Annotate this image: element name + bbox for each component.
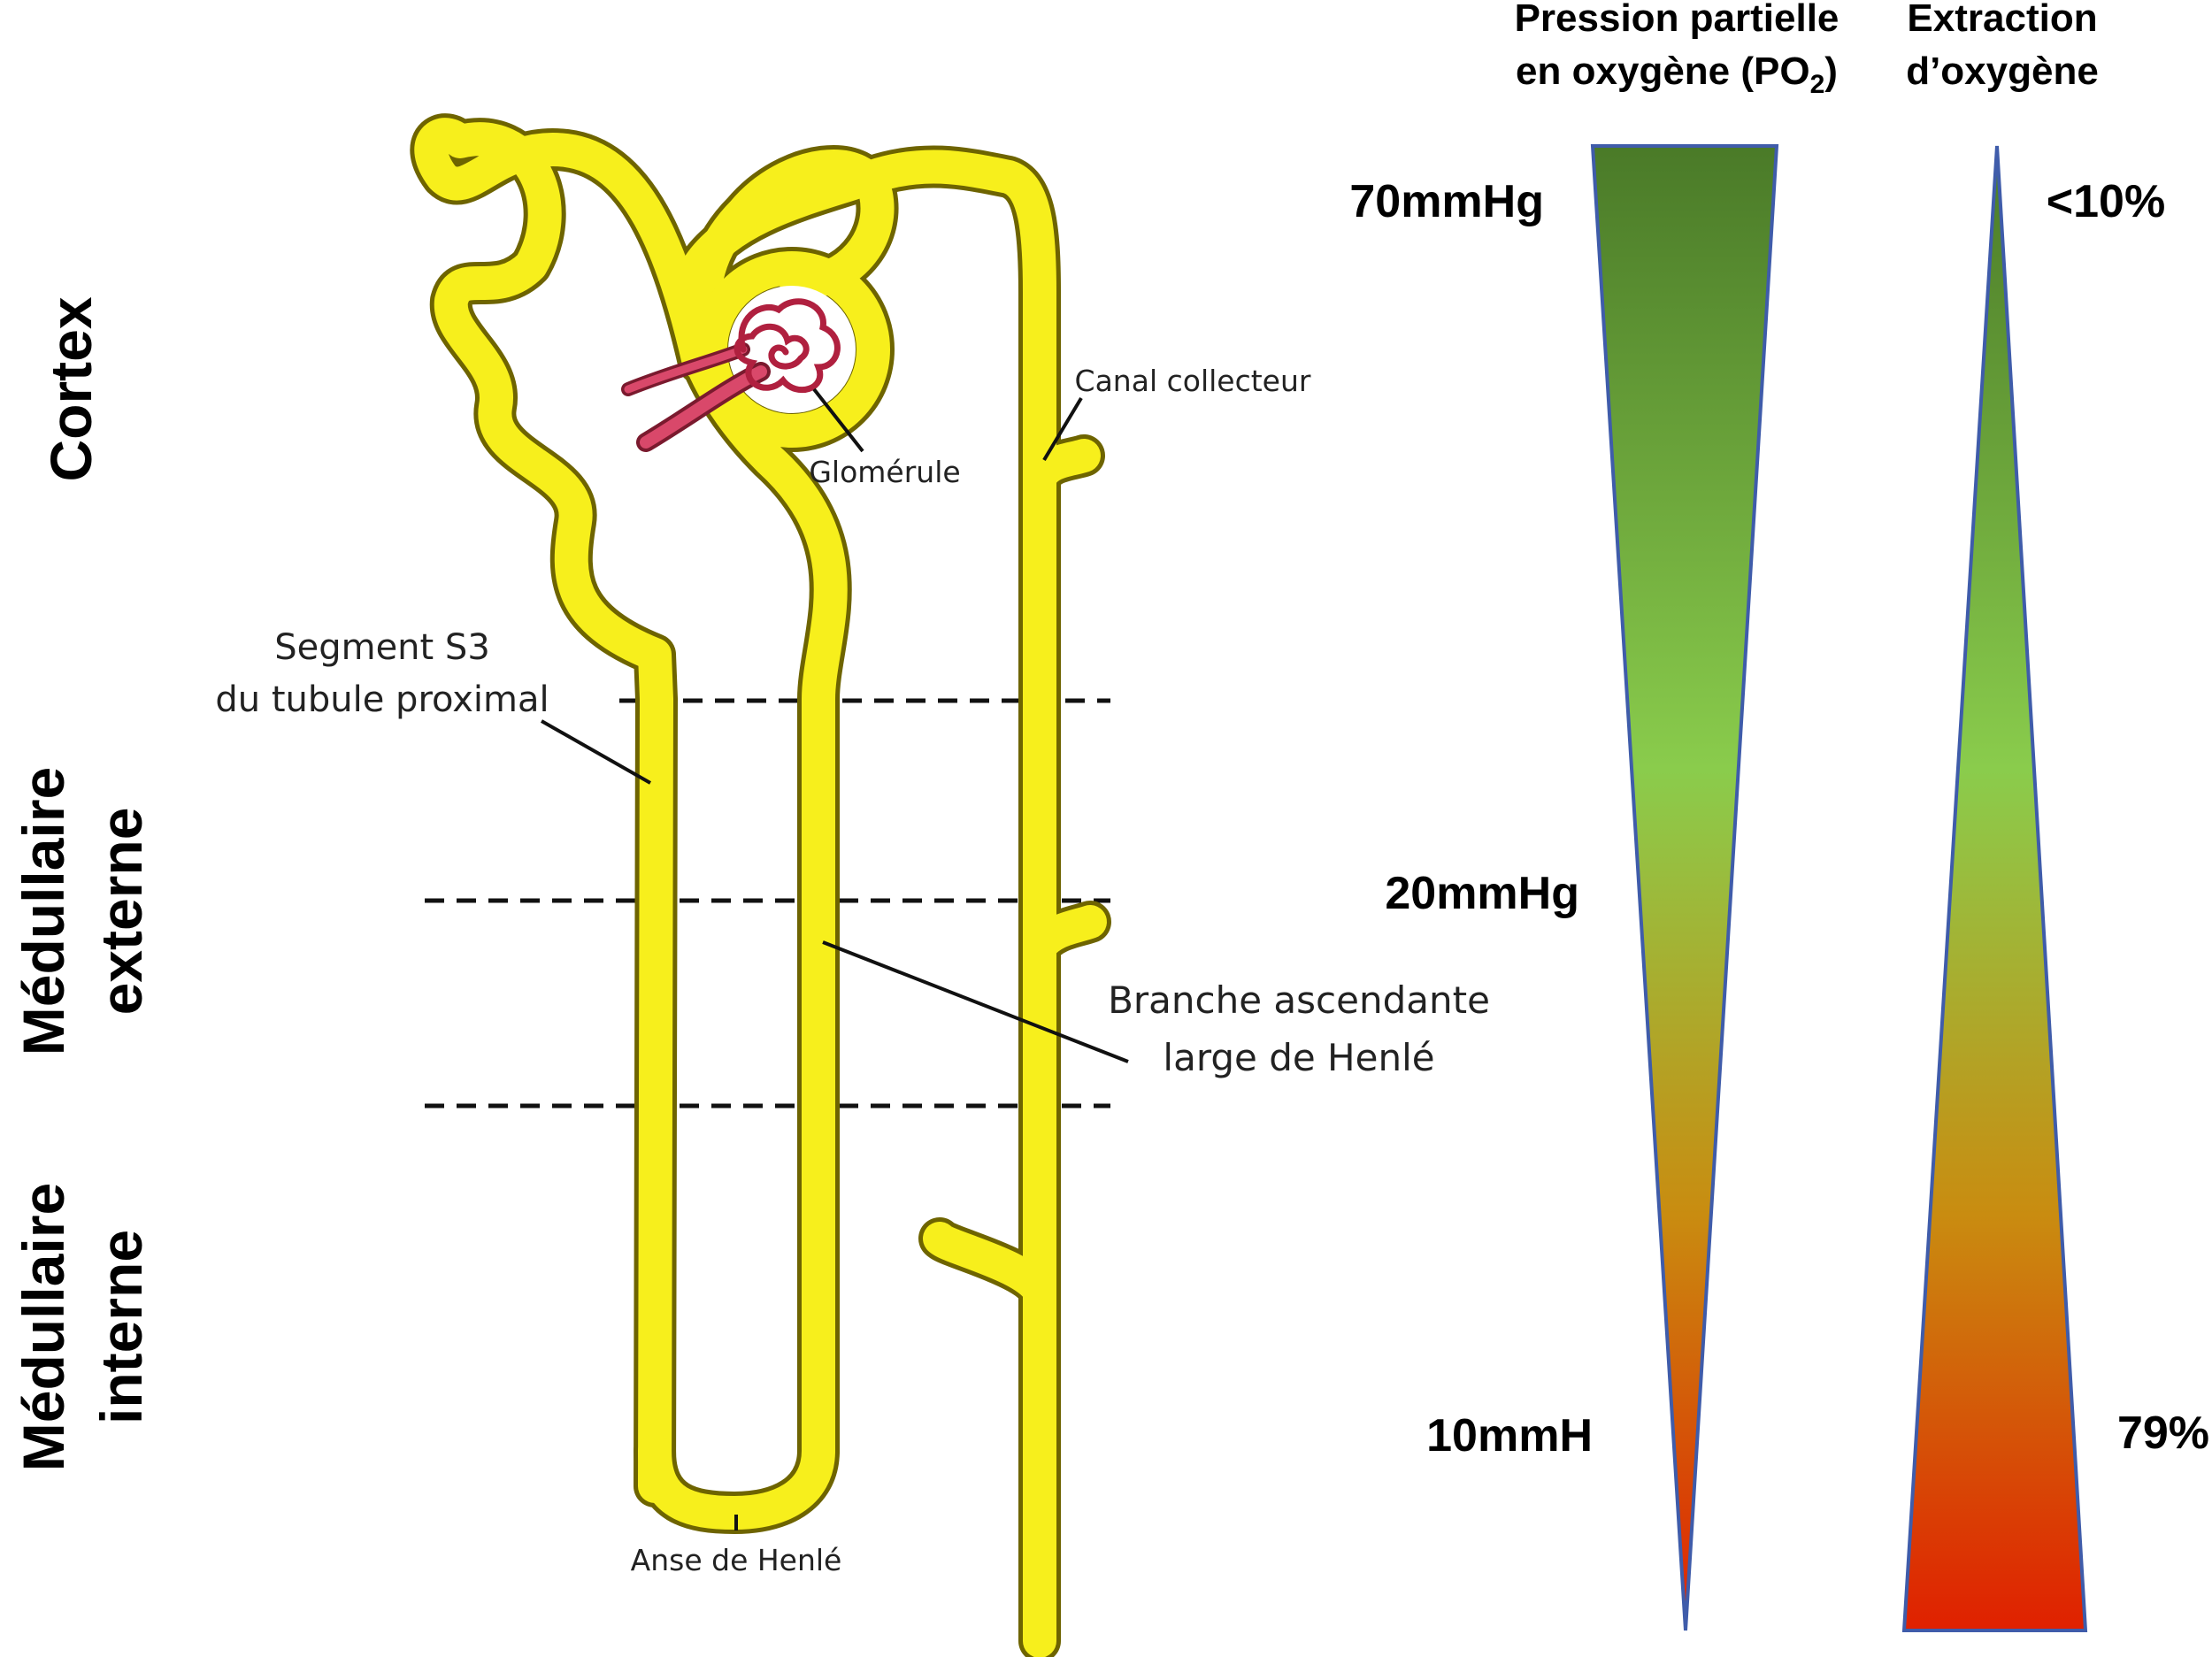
loop-bottom bbox=[638, 1434, 835, 1530]
zone-inner-medulla-label-line2: interne bbox=[88, 1230, 154, 1424]
po2-title-line2: en oxygène (PO2) bbox=[1516, 50, 1838, 99]
segment-s3-leader bbox=[541, 719, 651, 785]
extraction-gradient-wedge bbox=[1901, 145, 2088, 1632]
glomerule-leader bbox=[812, 387, 864, 453]
po2-title-suffix: ) bbox=[1824, 50, 1838, 93]
zone-outer-medulla-label-line1: Médullaire bbox=[11, 767, 76, 1055]
zone-outer-medulla-label-line2: externe bbox=[88, 808, 154, 1016]
glomerulus bbox=[621, 298, 841, 452]
thick-ascending-label-line1: Branche ascendante bbox=[1108, 978, 1490, 1022]
segment-s3-label-line2: du tubule proximal bbox=[215, 679, 549, 720]
loop-of-henle-label: Anse de Henlé bbox=[631, 1543, 842, 1577]
po2-gradient-wedge bbox=[1590, 144, 1779, 1631]
collecting-duct-branch-1 bbox=[1023, 439, 1101, 495]
extraction-value-high: 79% bbox=[2117, 1408, 2209, 1459]
po2-value-20: 20mmHg bbox=[1385, 868, 1579, 919]
po2-value-70: 70mmHg bbox=[1349, 176, 1544, 227]
segment-s3-label-line1: Segment S3 bbox=[274, 627, 490, 668]
collecting-duct-label: Canal collecteur bbox=[1075, 364, 1311, 398]
po2-title-prefix: en oxygène (PO bbox=[1516, 50, 1810, 93]
nephron-labels: Segment S3 du tubule proximal Glomérule … bbox=[215, 364, 1490, 1577]
po2-value-10: 10mmH bbox=[1426, 1410, 1593, 1461]
zone-boundaries bbox=[425, 698, 1110, 1109]
collecting-duct-branch-3 bbox=[923, 1222, 1056, 1308]
distal-loop bbox=[682, 150, 895, 380]
extraction-title-line2: d’oxygène bbox=[1906, 50, 2099, 93]
bowman-capsule bbox=[694, 251, 890, 448]
efferent-arteriole-fill bbox=[624, 345, 748, 394]
collecting-duct-branch-2 bbox=[1023, 905, 1107, 963]
po2-column: Pression partielle en oxygène (PO2) 70mm… bbox=[1349, 0, 1839, 1631]
po2-title-line1: Pression partielle bbox=[1515, 0, 1839, 40]
nephron bbox=[410, 113, 1111, 1657]
extraction-column: Extraction d’oxygène <10% 79% bbox=[1901, 0, 2209, 1632]
thick-ascending-label-line2: large de Henlé bbox=[1163, 1036, 1434, 1079]
zone-inner-medulla-label-line1: Médullaire bbox=[11, 1183, 76, 1471]
zone-cortex-label: Cortex bbox=[38, 296, 104, 481]
po2-title-subscript: 2 bbox=[1810, 70, 1825, 99]
extraction-value-low: <10% bbox=[2047, 176, 2165, 227]
leader-lines bbox=[541, 387, 1129, 1530]
proximal-tubule bbox=[414, 118, 716, 1503]
zone-labels: Cortex Médullaire externe Médullaire int… bbox=[11, 296, 154, 1471]
collecting-duct-leader bbox=[1042, 396, 1083, 462]
glomerule-label: Glomérule bbox=[809, 455, 960, 489]
thick-ascending-leader bbox=[822, 940, 1129, 1063]
extraction-title-line1: Extraction bbox=[1907, 0, 2097, 40]
capillary-tuft bbox=[733, 298, 841, 394]
